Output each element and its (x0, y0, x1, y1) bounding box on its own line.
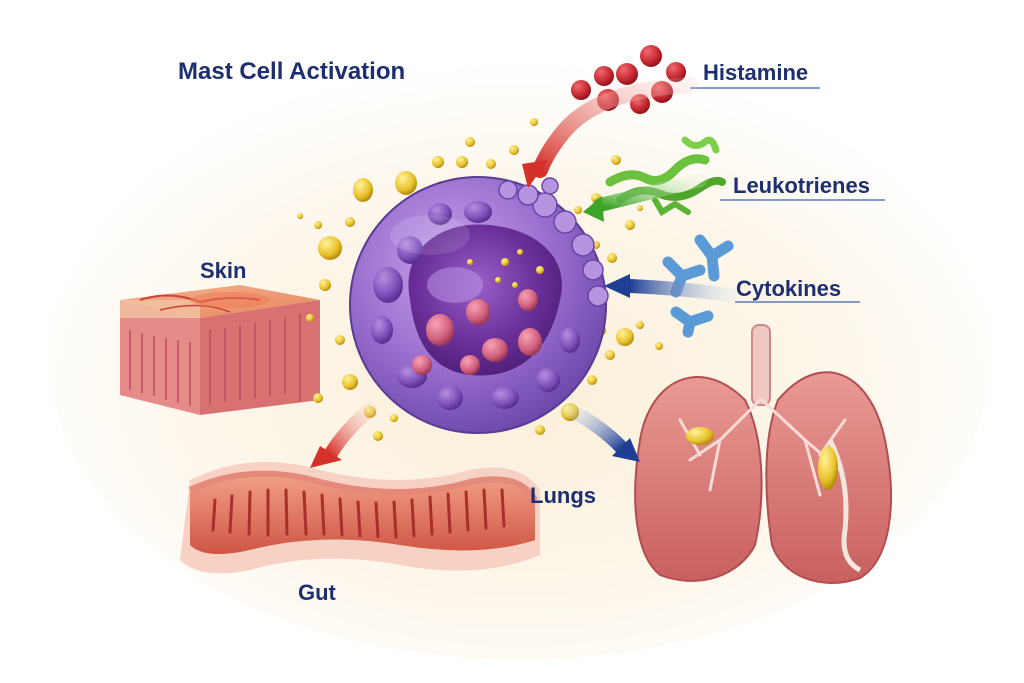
lungs-illustration (634, 324, 893, 584)
mast-cell (349, 176, 609, 434)
diagram-title: Mast Cell Activation (178, 58, 406, 85)
released-granules (297, 118, 663, 441)
cytokines-label: Cytokines (736, 276, 842, 301)
lungs-arrow (563, 403, 640, 462)
gut-tissue-illustration (180, 462, 540, 574)
leukotrienes-arrow (583, 173, 707, 222)
lungs-label: Lungs (530, 483, 596, 508)
cytokines-arrow (604, 274, 737, 302)
skin-tissue-illustration (120, 285, 320, 415)
skin-label: Skin (200, 258, 247, 283)
gut-label: Gut (298, 580, 336, 605)
histamine-arrow (522, 77, 698, 188)
histamine-label: Histamine (703, 60, 809, 85)
gut-arrow (310, 403, 377, 468)
leukotrienes-label: Leukotrienes (733, 173, 870, 198)
